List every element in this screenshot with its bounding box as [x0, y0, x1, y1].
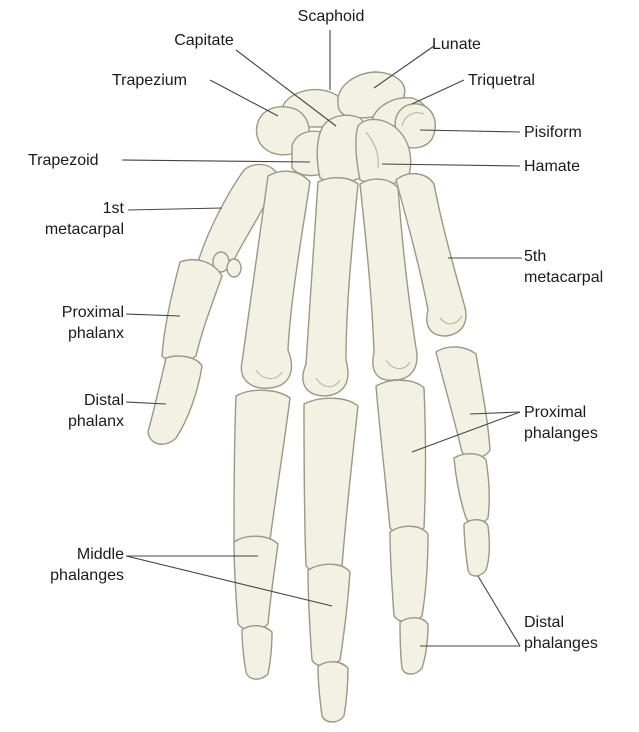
label-proximal-phalanx: Proximal phalanx [8, 302, 124, 344]
index-middle-phalanx-bone [234, 536, 278, 630]
label-distal-phalanx-line2: phalanx [8, 411, 124, 432]
leader-triquetral [412, 80, 464, 104]
label-hamate: Hamate [524, 156, 580, 177]
middle-proximal-phalanx-bone [304, 398, 358, 573]
label-1st-metacarpal-line1: 1st [8, 198, 124, 219]
label-trapezoid: Trapezoid [28, 150, 99, 171]
thumb-distal-phalanx-bone [148, 356, 202, 444]
label-proximal-phalanges-line1: Proximal [524, 402, 598, 423]
label-5th-metacarpal-line1: 5th [524, 246, 603, 267]
sesamoid-bone-2 [227, 259, 241, 277]
label-1st-metacarpal-line2: metacarpal [8, 219, 124, 240]
little-distal-phalanx-bone [464, 520, 489, 576]
middle-finger-bones [303, 178, 358, 722]
thumb-proximal-phalanx-bone [162, 260, 222, 362]
label-middle-phalanges: Middle phalanges [8, 544, 124, 586]
label-capitate: Capitate [154, 30, 254, 51]
leader-1st-metacarpal [128, 208, 222, 210]
leader-distal-phalanges-b [478, 576, 520, 646]
ring-middle-phalanx-bone [390, 526, 428, 622]
third-metacarpal-bone [303, 178, 358, 396]
index-distal-phalanx-bone [242, 626, 272, 679]
label-5th-metacarpal-line2: metacarpal [524, 267, 603, 288]
label-middle-phalanges-line2: phalanges [8, 565, 124, 586]
label-1st-metacarpal: 1st metacarpal [8, 198, 124, 240]
label-distal-phalanges-line2: phalanges [524, 633, 598, 654]
little-middle-phalanx-bone [454, 454, 489, 524]
label-distal-phalanx-line1: Distal [8, 390, 124, 411]
leader-lunate [374, 46, 434, 88]
middle-middle-phalanx-bone [308, 564, 350, 666]
label-distal-phalanges-line1: Distal [524, 612, 598, 633]
carpal-bones [257, 72, 436, 184]
label-lunate: Lunate [432, 34, 481, 55]
label-proximal-phalanges: Proximal phalanges [524, 402, 598, 444]
little-proximal-phalanx-bone [436, 347, 490, 458]
label-5th-metacarpal: 5th metacarpal [524, 246, 603, 288]
label-pisiform: Pisiform [524, 122, 582, 143]
leader-trapezium [210, 80, 278, 116]
label-proximal-phalanges-line2: phalanges [524, 423, 598, 444]
label-scaphoid: Scaphoid [276, 6, 386, 27]
leader-middle-phalanges-b [126, 556, 332, 606]
index-finger-bones [234, 171, 310, 679]
label-proximal-phalanx-line1: Proximal [8, 302, 124, 323]
index-proximal-phalanx-bone [234, 390, 290, 547]
leader-trapezoid [122, 160, 310, 162]
label-proximal-phalanx-line2: phalanx [8, 323, 124, 344]
label-trapezium: Trapezium [112, 70, 187, 91]
ring-proximal-phalanx-bone [376, 380, 426, 535]
label-triquetral: Triquetral [468, 70, 535, 91]
label-middle-phalanges-line1: Middle [8, 544, 124, 565]
label-distal-phalanx: Distal phalanx [8, 390, 124, 432]
label-distal-phalanges: Distal phalanges [524, 612, 598, 654]
middle-distal-phalanx-bone [318, 662, 348, 722]
